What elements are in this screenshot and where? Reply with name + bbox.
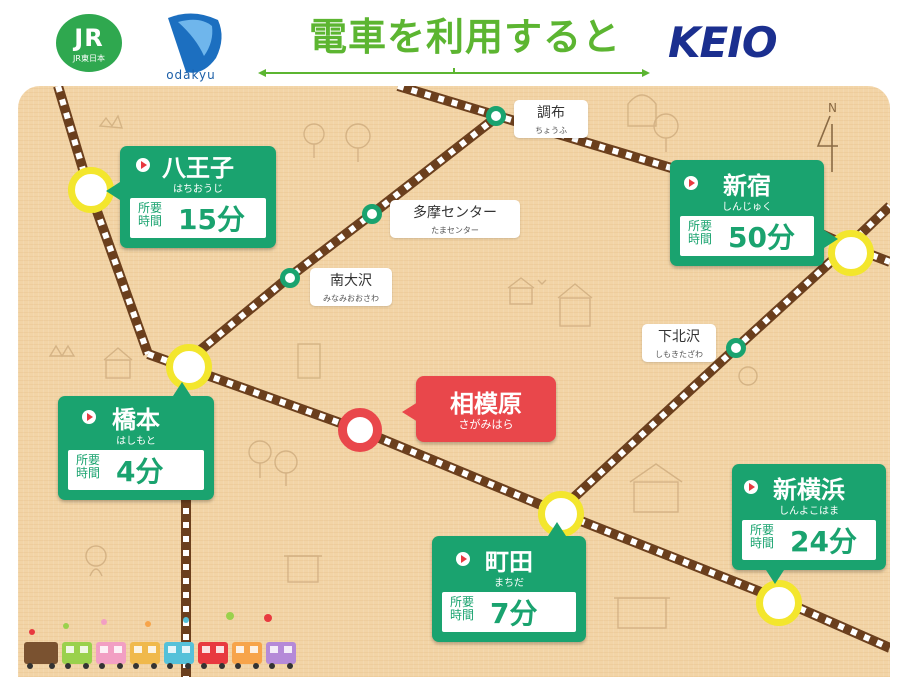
page-title: 電車を利用すると bbox=[308, 15, 621, 59]
tama-center-kana: たまセンター bbox=[431, 226, 479, 235]
odakyu-logo-icon bbox=[168, 13, 222, 73]
shinyokohama-callout-tail bbox=[766, 570, 784, 584]
compass-label: N bbox=[828, 101, 837, 115]
tama-center-label: 多摩センター たまセンター bbox=[390, 200, 520, 238]
chofu-kana: ちょうふ bbox=[535, 126, 567, 135]
machida-play-icon bbox=[456, 552, 470, 566]
route-map: N bbox=[18, 86, 890, 677]
hachioji-play-icon bbox=[136, 158, 150, 172]
shinjuku-time-box: 所要時間 50分 bbox=[680, 216, 814, 256]
minami-osawa-station-dot bbox=[280, 268, 300, 288]
hachioji-time: 15分 bbox=[178, 203, 245, 236]
shinjuku-time: 50分 bbox=[728, 221, 795, 254]
hashimoto-time-label: 所要時間 bbox=[76, 453, 101, 480]
shimokitazawa-label: 下北沢 しもきたざわ bbox=[642, 324, 716, 362]
hachioji-time-label: 所要時間 bbox=[138, 201, 163, 228]
machida-callout-tail bbox=[548, 522, 566, 536]
tama-center-station-dot bbox=[362, 204, 382, 224]
hashimoto-time-box: 所要時間 4分 bbox=[68, 450, 204, 490]
shinyokohama-station-dot bbox=[756, 580, 802, 626]
tama-center-name: 多摩センター bbox=[413, 205, 497, 221]
sagamihara-station-dot bbox=[338, 408, 382, 452]
hashimoto-time: 4分 bbox=[116, 455, 164, 488]
title-double-arrow bbox=[258, 68, 650, 77]
hashimoto-kana: はしもと bbox=[116, 436, 156, 447]
shinjuku-time-label: 所要時間 bbox=[688, 219, 713, 246]
shimokitazawa-station-dot bbox=[726, 338, 746, 358]
shinjuku-callout: 新宿 しんじゅく 所要時間 50分 bbox=[670, 160, 824, 266]
hachioji-callout-tail bbox=[106, 182, 120, 200]
sagamihara-kana: さがみはら bbox=[458, 418, 514, 431]
shinjuku-name: 新宿 bbox=[723, 172, 771, 200]
keio-logo: KEIO bbox=[668, 18, 778, 67]
chofu-name: 調布 bbox=[537, 105, 565, 121]
hachioji-kana: はちおうじ bbox=[173, 184, 223, 195]
sagamihara-callout-tail bbox=[402, 402, 418, 422]
hachioji-time-box: 所要時間 15分 bbox=[130, 198, 266, 238]
machida-callout: 町田 まちだ 所要時間 7分 bbox=[432, 536, 586, 642]
sagamihara-name: 相模原 bbox=[450, 390, 522, 418]
shinjuku-kana: しんじゅく bbox=[722, 202, 772, 213]
shimokitazawa-name: 下北沢 bbox=[658, 329, 700, 345]
minami-osawa-name: 南大沢 bbox=[330, 273, 372, 289]
machida-name: 町田 bbox=[485, 548, 533, 576]
shinyokohama-time-box: 所要時間 24分 bbox=[742, 520, 876, 560]
header: JR JR東日本 odakyu 電車を利用すると KEIO bbox=[0, 0, 908, 86]
shinyokohama-time-label: 所要時間 bbox=[750, 523, 775, 550]
chofu-label: 調布 ちょうふ bbox=[514, 100, 588, 138]
shinjuku-callout-tail bbox=[824, 230, 838, 248]
sagamihara-callout: 相模原 さがみはら bbox=[416, 376, 556, 442]
hachioji-callout: 八王子 はちおうじ 所要時間 15分 bbox=[120, 146, 276, 248]
shinyokohama-callout: 新横浜 しんよこはま 所要時間 24分 bbox=[732, 464, 886, 570]
machida-time: 7分 bbox=[490, 597, 538, 630]
chofu-station-dot bbox=[486, 106, 506, 126]
hashimoto-callout-tail bbox=[173, 382, 191, 396]
shinyokohama-play-icon bbox=[744, 480, 758, 494]
shinjuku-play-icon bbox=[684, 176, 698, 190]
jr-mark: JR bbox=[74, 24, 104, 52]
shimokitazawa-kana: しもきたざわ bbox=[655, 350, 703, 359]
train-decoration-icon bbox=[24, 612, 296, 669]
odakyu-wordmark: odakyu bbox=[166, 68, 216, 82]
shinyokohama-kana: しんよこはま bbox=[779, 506, 839, 517]
hachioji-name: 八王子 bbox=[162, 154, 234, 182]
jr-east-logo: JR JR東日本 bbox=[56, 14, 122, 72]
shinjuku-station-dot bbox=[828, 230, 874, 276]
machida-kana: まちだ bbox=[494, 578, 524, 589]
shinyokohama-name: 新横浜 bbox=[773, 476, 845, 504]
jr-sub-label: JR東日本 bbox=[73, 54, 105, 63]
hashimoto-play-icon bbox=[82, 410, 96, 424]
hashimoto-name: 橋本 bbox=[112, 406, 160, 434]
machida-time-label: 所要時間 bbox=[450, 595, 475, 622]
minami-osawa-label: 南大沢 みなみおおさわ bbox=[310, 268, 392, 306]
shinyokohama-time: 24分 bbox=[790, 525, 857, 558]
minami-osawa-kana: みなみおおさわ bbox=[323, 294, 379, 303]
machida-time-box: 所要時間 7分 bbox=[442, 592, 576, 632]
hashimoto-callout: 橋本 はしもと 所要時間 4分 bbox=[58, 396, 214, 500]
